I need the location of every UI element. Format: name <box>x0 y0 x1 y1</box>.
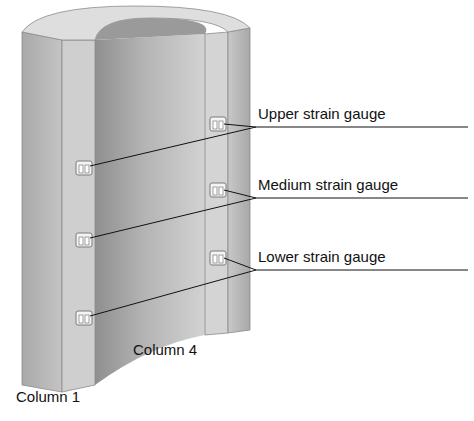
part-label: Medium strain gauge <box>258 176 398 194</box>
outer-face <box>228 28 250 333</box>
inner-top-shadow <box>95 18 206 40</box>
leader-line <box>90 127 468 166</box>
strain-gauge <box>210 251 226 265</box>
top-face <box>22 6 250 40</box>
cut-face <box>205 32 228 335</box>
leader-line <box>224 258 256 270</box>
outer-face <box>22 32 62 392</box>
leader-line <box>90 198 468 238</box>
part-label: Lower strain gauge <box>258 248 386 266</box>
leader-line <box>224 124 256 127</box>
strain-gauge <box>76 161 92 175</box>
inner-surface <box>95 34 205 385</box>
leader-line <box>90 270 468 316</box>
strain-gauge <box>76 233 92 247</box>
part-label: Upper strain gauge <box>258 105 386 123</box>
strain-gauge <box>210 117 226 131</box>
column-label: Column 1 <box>16 388 80 406</box>
strain-gauge <box>210 183 226 197</box>
strain-gauge <box>76 311 92 325</box>
cut-face <box>62 40 95 392</box>
column-label: Column 4 <box>133 341 197 359</box>
leader-line <box>224 190 256 198</box>
